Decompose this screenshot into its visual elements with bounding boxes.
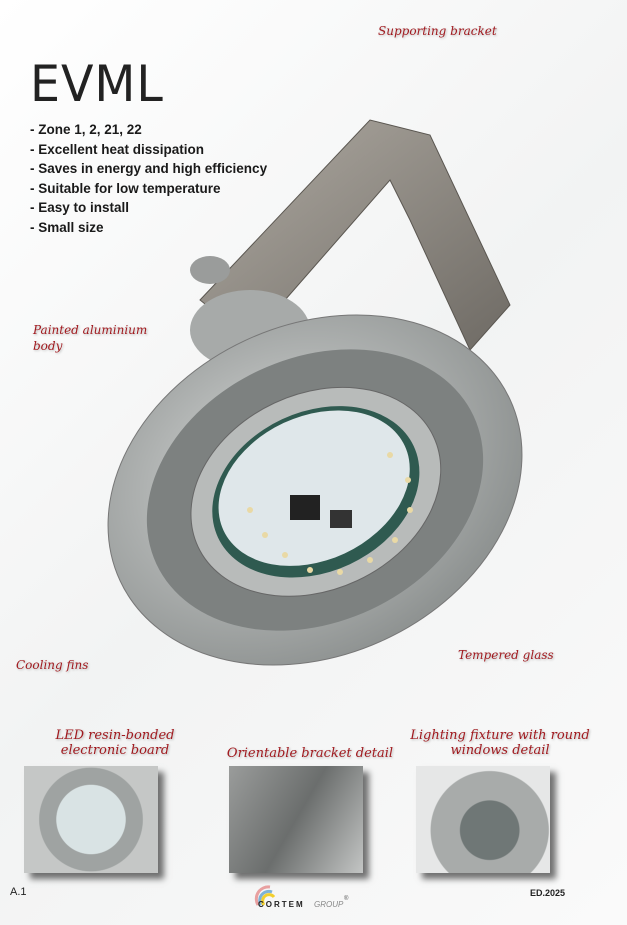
edition: ED.2025 <box>530 888 566 898</box>
product-title: EVML <box>30 55 164 113</box>
led-board <box>218 410 410 566</box>
detail-caption: LED resin-bonded electronic board <box>55 728 175 758</box>
feature-item: - Excellent heat dissipation <box>30 141 205 157</box>
feature-list: - Zone 1, 2, 21, 22 - Excellent heat dis… <box>30 120 267 237</box>
brand-sub: GROUP <box>314 900 344 909</box>
callout-cooling-fins: Cooling fins <box>16 658 89 672</box>
feature-item: - Small size <box>30 219 104 235</box>
registered-mark: ® <box>344 896 349 902</box>
callout-painted-body: Painted aluminium body <box>33 323 148 353</box>
product-image <box>107 119 523 666</box>
feature-item: - Zone 1, 2, 21, 22 <box>30 122 142 137</box>
detail-caption: Lighting fixture with round windows deta… <box>410 728 590 758</box>
brand-main: CORTEM <box>258 900 305 909</box>
page-number: A.1 <box>10 886 27 898</box>
detail-image-window <box>416 766 550 873</box>
detail-caption: Orientable bracket detail <box>226 746 394 761</box>
callout-supporting-bracket: Supporting bracket <box>378 24 497 38</box>
detail-image-led-board <box>24 766 158 873</box>
detail-image-bracket <box>229 766 363 873</box>
feature-item: - Suitable for low temperature <box>30 180 221 196</box>
feature-item: - Saves in energy and high efficiency <box>30 161 268 176</box>
feature-item: - Easy to install <box>30 200 130 215</box>
cortem-logo: CORTEM GROUP ® <box>250 883 350 913</box>
callout-tempered-glass: Tempered glass <box>458 648 554 662</box>
